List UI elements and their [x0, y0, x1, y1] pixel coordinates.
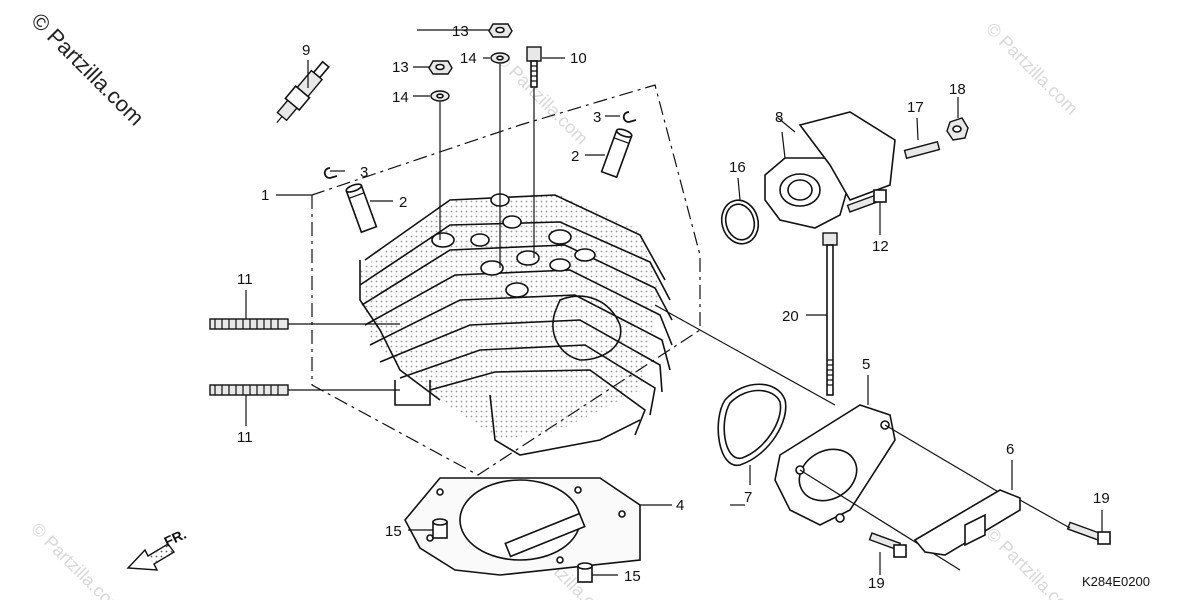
bolt-20: [654, 232, 838, 406]
callout-5: 5: [862, 356, 870, 373]
nut-13-mid: [428, 60, 453, 75]
assembly-boundary: [311, 84, 701, 476]
clip-right: [622, 111, 637, 123]
callout-6: 6: [1006, 441, 1014, 458]
callout-9: 9: [302, 42, 310, 59]
head-gasket: [404, 477, 672, 576]
callout-19: 19: [1093, 490, 1110, 507]
cylinder-head: [359, 193, 673, 456]
bolt-10: [526, 46, 542, 88]
callout-18: 18: [949, 81, 966, 98]
callout-17: 17: [907, 99, 924, 116]
intake-manifold: [764, 111, 896, 229]
callout-13: 13: [392, 59, 409, 76]
bolt-19-right: [1019, 499, 1111, 545]
spark-plug: [276, 60, 330, 123]
callout-10: 10: [570, 50, 587, 67]
valve-guide-right: [600, 128, 633, 179]
callout-11: 11: [237, 271, 253, 288]
callout-7: 7: [744, 489, 752, 506]
callout-2: 2: [571, 148, 579, 165]
callout-19: 19: [868, 575, 885, 592]
stud-bolt-upper: [209, 318, 289, 330]
callout-12: 12: [872, 238, 889, 255]
bolt-19-lower: [868, 532, 907, 575]
washer-14-mid: [430, 90, 450, 102]
nut-18: [946, 97, 969, 141]
bracket: [913, 460, 1021, 556]
stud-17: [903, 117, 941, 160]
callout-8: 8: [775, 109, 783, 126]
washer-14-top: [490, 52, 510, 64]
watermark-faint-5: © Partzilla.com: [982, 524, 1082, 600]
cam-cover-gasket: [717, 383, 787, 485]
bolt-12: [846, 189, 887, 235]
clip-left: [323, 167, 338, 179]
callout-4: 4: [676, 497, 684, 514]
callout-13: 13: [452, 23, 469, 40]
callout-2: 2: [399, 194, 407, 211]
callouts: 1 2 2 3 3 4 5 6 7 8 9 10 11 11 12 13 13 …: [237, 23, 1110, 592]
callout-14: 14: [460, 50, 477, 67]
front-direction-arrow: FR.: [126, 526, 189, 571]
cam-cover: [774, 375, 1013, 571]
diagram-code: K284E0200: [1082, 574, 1150, 589]
callout-16: 16: [729, 159, 746, 176]
callout-20: 20: [782, 308, 799, 325]
dowel-pin-left: [408, 518, 448, 539]
callout-15: 15: [385, 523, 402, 540]
valve-guide-left: [345, 183, 378, 234]
direction-label: FR.: [162, 526, 189, 550]
callout-3: 3: [360, 164, 368, 181]
callout-3: 3: [593, 109, 601, 126]
dowel-pin-right: [577, 562, 618, 583]
callout-15: 15: [624, 568, 641, 585]
stud-bolt-lower: [209, 384, 289, 396]
watermark-faint-1: © Partzilla.com: [982, 19, 1082, 119]
leader-lines-head: [245, 29, 620, 426]
callout-1: 1: [261, 187, 269, 204]
watermark-main: © Partzilla.com: [26, 8, 149, 131]
o-ring: [720, 177, 760, 245]
watermark-faint-3: © Partzilla.com: [27, 519, 127, 600]
nut-13-top: [488, 23, 513, 38]
callout-14: 14: [392, 89, 409, 106]
callout-11: 11: [237, 429, 253, 446]
